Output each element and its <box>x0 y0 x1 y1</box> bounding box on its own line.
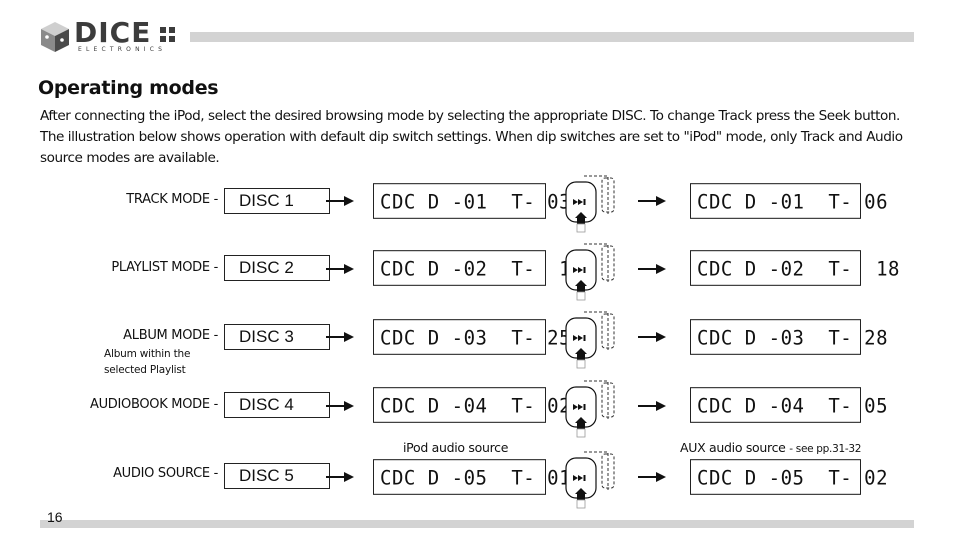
seek-forward-icon[interactable] <box>562 448 624 510</box>
cube-icon <box>41 22 69 52</box>
arrow-right-icon <box>638 401 666 411</box>
lcd-display-before: CDC D -03 T- 25 <box>373 319 571 355</box>
arrow-right-icon <box>326 264 354 274</box>
header-rule <box>190 32 914 42</box>
arrow-right-icon <box>326 332 354 342</box>
seek-forward-icon[interactable] <box>562 172 624 234</box>
arrow-right-icon <box>638 472 666 482</box>
lcd-display-after: CDC D -01 T- 06 <box>690 183 888 219</box>
page-title: Operating modes <box>38 77 219 99</box>
disc-button-2[interactable]: DISC 2 <box>224 255 330 281</box>
seek-forward-icon[interactable] <box>562 240 624 302</box>
lcd-display-before: CDC D -01 T- 03 <box>373 183 571 219</box>
arrow-right-icon <box>326 401 354 411</box>
dots-icon <box>160 27 175 42</box>
aux-source-label: AUX audio source - see pp.31-32 <box>680 440 861 457</box>
dice-logo: DICE ELECTRONICS <box>38 18 188 58</box>
lcd-display-before: CDC D -05 T- 01 <box>373 459 571 495</box>
page-number: 16 <box>47 509 63 525</box>
aux-source-reference: - see pp.31-32 <box>789 443 862 455</box>
mode-note-album: Album within the selected Playlist <box>104 348 191 376</box>
disc-button-5[interactable]: DISC 5 <box>224 463 330 489</box>
disc-button-4[interactable]: DISC 4 <box>224 392 330 418</box>
mode-label-audiobook: AUDIOBOOK MODE - <box>90 397 218 412</box>
lcd-display-after: CDC D -05 T- 02 <box>690 459 888 495</box>
disc-button-1[interactable]: DISC 1 <box>224 188 330 214</box>
footer-rule <box>40 520 914 528</box>
arrow-right-icon <box>638 196 666 206</box>
mode-label-audio-source: AUDIO SOURCE - <box>113 466 218 481</box>
arrow-right-icon <box>638 264 666 274</box>
brand-subtitle: ELECTRONICS <box>78 46 167 53</box>
seek-forward-icon[interactable] <box>562 308 624 370</box>
disc-button-3[interactable]: DISC 3 <box>224 324 330 350</box>
arrow-right-icon <box>638 332 666 342</box>
mode-label-track: TRACK MODE - <box>126 192 218 207</box>
mode-label-playlist: PLAYLIST MODE - <box>111 260 218 275</box>
arrow-right-icon <box>326 472 354 482</box>
intro-paragraph: After connecting the iPod, select the de… <box>40 108 903 166</box>
lcd-display-after: CDC D -03 T- 28 <box>690 319 888 355</box>
lcd-display-after: CDC D -02 T- 18 <box>690 250 899 286</box>
brand-name: DICE <box>74 16 152 49</box>
aux-source-text: AUX audio source <box>680 440 786 455</box>
arrow-right-icon <box>326 196 354 206</box>
mode-label-album: ALBUM MODE - <box>123 328 218 343</box>
lcd-display-before: CDC D -02 T- 15 <box>373 250 582 286</box>
seek-forward-icon[interactable] <box>562 377 624 439</box>
lcd-display-after: CDC D -04 T- 05 <box>690 387 888 423</box>
ipod-source-label: iPod audio source <box>403 440 509 455</box>
lcd-display-before: CDC D -04 T- 02 <box>373 387 571 423</box>
